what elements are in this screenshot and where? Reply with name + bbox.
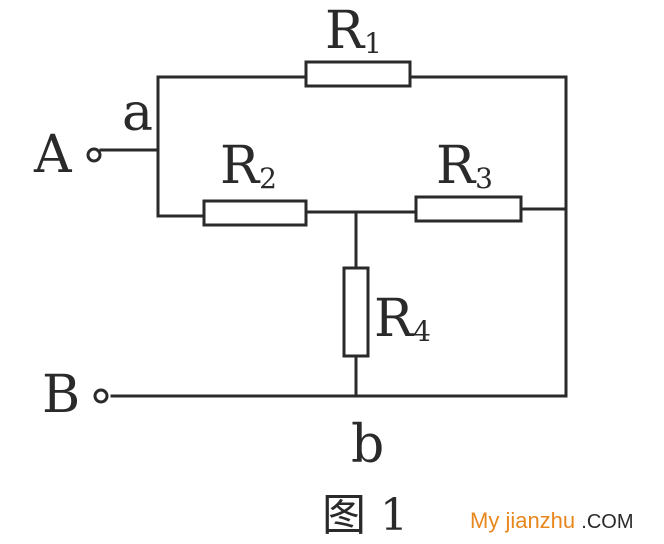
label-r2: R2 [220, 136, 277, 196]
wires [99, 75, 568, 398]
watermark-main: My jianzhu [470, 508, 576, 533]
watermark: My jianzhu .COM [470, 508, 634, 534]
watermark-domain: .COM [581, 511, 634, 533]
wire-node-a-vertical [156, 75, 206, 218]
terminal-a-circle [86, 147, 102, 163]
node-b-label: b [351, 415, 384, 475]
terminal-b-label: B [42, 365, 80, 425]
figure-caption: 图 1 [322, 490, 408, 541]
resistor-r3 [414, 195, 523, 223]
label-r3: R3 [436, 136, 493, 196]
label-r4: R4 [374, 289, 431, 349]
node-a-label: a [122, 83, 153, 143]
label-r1: R1 [325, 1, 382, 61]
terminal-a-label: A [33, 125, 73, 185]
wire-top-right [408, 75, 568, 398]
resistor-r4 [342, 266, 370, 358]
terminal-b-circle [93, 388, 109, 404]
resistor-r1 [304, 60, 412, 88]
resistor-r2 [202, 199, 308, 227]
